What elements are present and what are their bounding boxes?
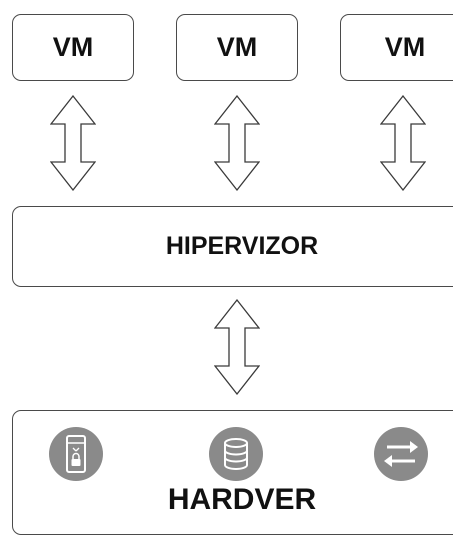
network-switch-icon — [373, 426, 429, 482]
server-lock-icon — [48, 426, 104, 482]
vm-label-1: VM — [52, 32, 94, 62]
vm-box-3: VM — [340, 14, 453, 81]
hypervisor-hardware-arrow — [214, 299, 260, 395]
hypervisor-box: HIPERVIZOR — [12, 206, 453, 287]
vm-label-2: VM — [216, 32, 258, 62]
vm-box-2: VM — [176, 14, 298, 81]
hardware-label: HARDVER — [167, 483, 317, 516]
vm2-hypervisor-arrow — [214, 95, 260, 191]
database-icon — [208, 426, 264, 482]
vm-box-1: VM — [12, 14, 134, 81]
vm-label-3: VM — [384, 32, 426, 62]
vm1-hypervisor-arrow — [50, 95, 96, 191]
hypervisor-label: HIPERVIZOR — [165, 232, 319, 260]
vm3-hypervisor-arrow — [380, 95, 426, 191]
